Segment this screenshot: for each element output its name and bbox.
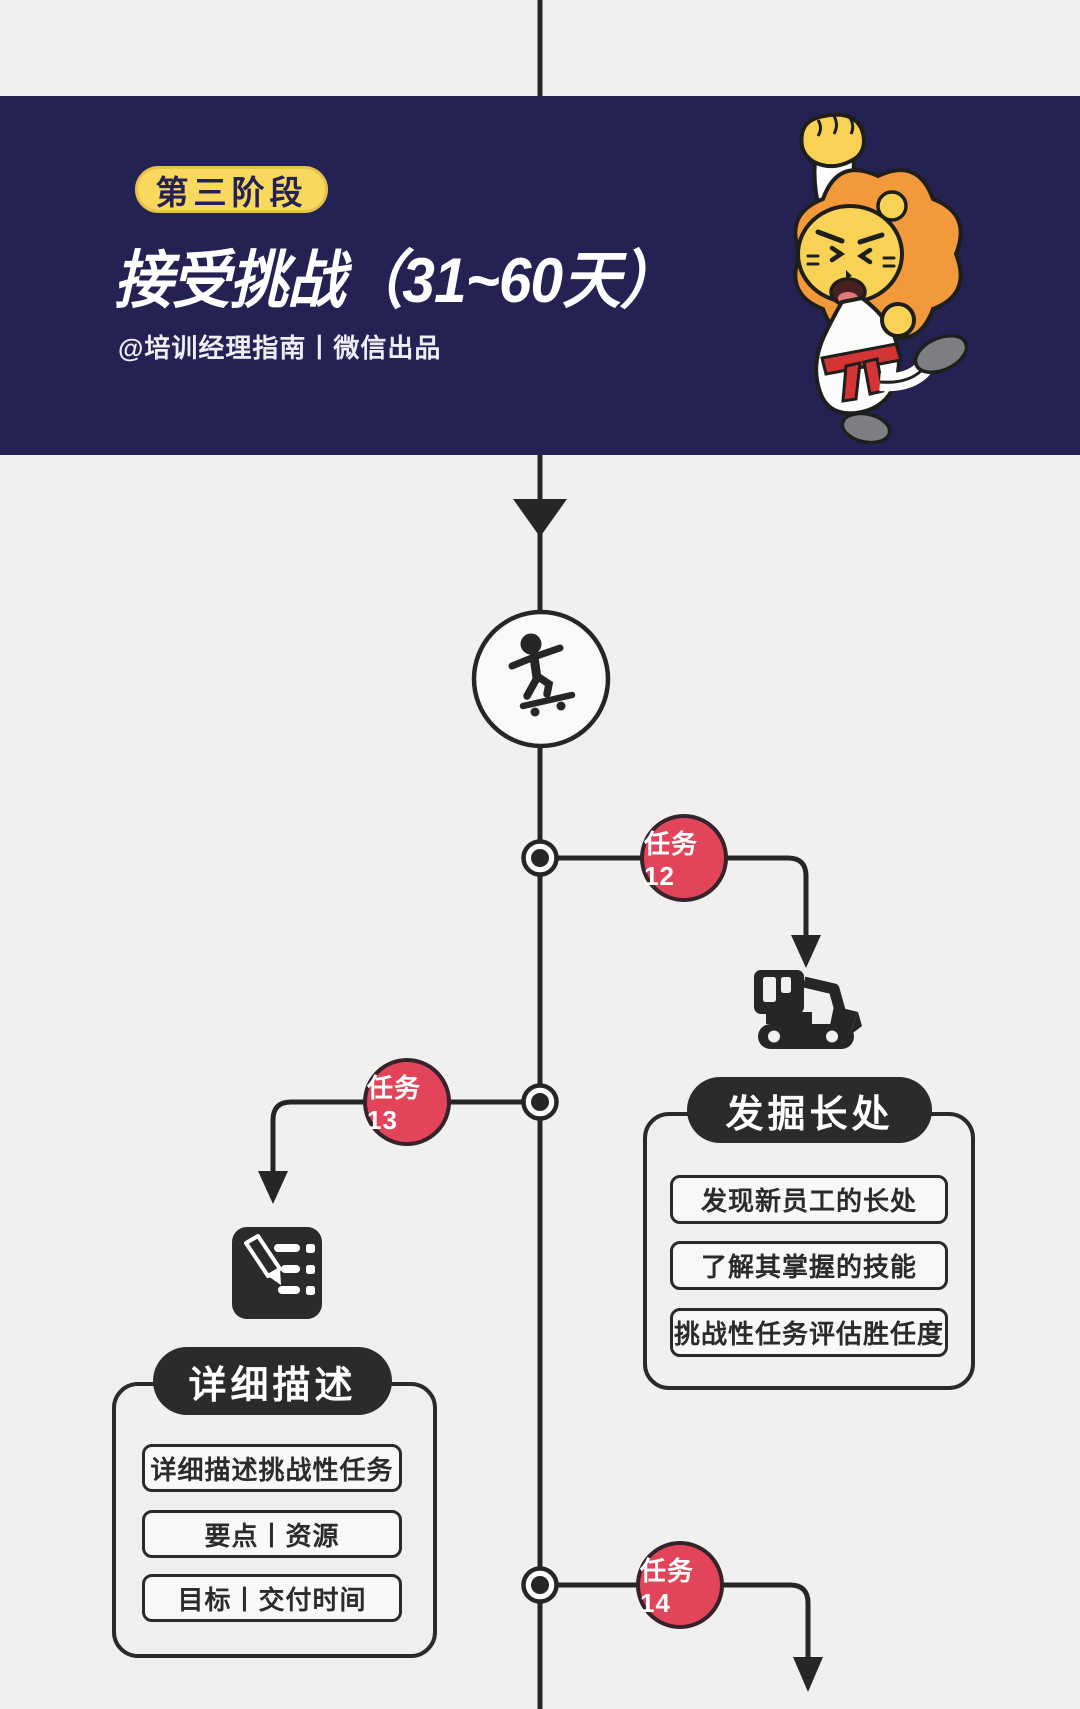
strengths-item-3: 挑战性任务评估胜任度 [670, 1308, 948, 1357]
connector-task14 [540, 1582, 811, 1660]
task-circle-13: 任务13 [363, 1058, 451, 1146]
skateboarder-icon [508, 633, 576, 717]
connector-task12 [540, 855, 809, 938]
lion-fist [799, 112, 866, 169]
header-banner: 第三阶段 接受挑战（31~60天） @培训经理指南丨微信出品 [0, 96, 1080, 455]
timeline-node-2 [521, 1083, 559, 1121]
timeline-node-3 [521, 1566, 559, 1604]
strengths-item-2: 了解其掌握的技能 [670, 1241, 948, 1290]
task-label-14: 任务14 [640, 1556, 695, 1618]
description-item-3: 目标丨交付时间 [142, 1574, 402, 1622]
start-badge [471, 609, 611, 749]
strengths-card-title-pill: 发掘长处 [687, 1077, 932, 1143]
strengths-item-1: 发现新员工的长处 [670, 1175, 948, 1224]
arrowhead-task13 [258, 1171, 288, 1204]
spine-down-arrowhead [513, 499, 567, 537]
description-item-2: 要点丨资源 [142, 1510, 402, 1558]
excavator-icon [754, 970, 862, 1049]
timeline-node-1 [521, 839, 559, 877]
notes-pencil-icon [232, 1227, 322, 1319]
task-label-13: 任务13 [367, 1073, 422, 1135]
page-subtitle: @培训经理指南丨微信出品 [118, 333, 442, 363]
arrowhead-task14 [793, 1657, 823, 1692]
description-card-title: 详细描述 [188, 1364, 357, 1407]
description-card-title-pill: 详细描述 [153, 1347, 392, 1415]
task-circle-14: 任务14 [636, 1541, 724, 1629]
task-circle-12: 任务12 [640, 814, 728, 902]
karate-lion-mascot [793, 112, 969, 445]
page-title: 接受挑战（31~60天） [114, 246, 678, 316]
stage-badge: 第三阶段 [135, 166, 328, 213]
lion-shoe-left [840, 411, 892, 445]
arrowhead-task12 [791, 935, 821, 968]
task-label-12: 任务12 [644, 829, 699, 891]
lion-shoe-right [913, 333, 969, 375]
description-item-1: 详细描述挑战性任务 [142, 1444, 402, 1492]
connector-task13 [270, 1099, 540, 1174]
strengths-card-title: 发掘长处 [725, 1093, 894, 1136]
stage-badge-label: 第三阶段 [155, 173, 308, 211]
